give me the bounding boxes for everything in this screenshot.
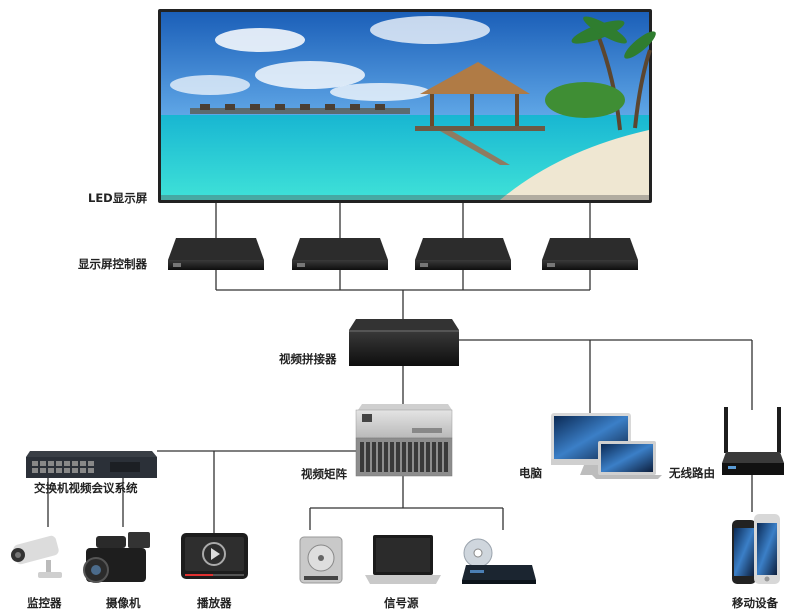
label-camcorder: 摄像机 [106,596,141,610]
label-screen-controller: 显示屏控制器 [78,257,147,271]
led-screen-icon [158,9,656,203]
cctv-camera-icon [11,535,62,578]
disc-player-icon [462,538,536,584]
network-switch-icon [26,451,157,478]
label-signal-source: 信号源 [384,596,419,610]
splicer-box-icon [349,319,459,366]
label-video-splicer: 视频拼接器 [279,352,337,366]
label-monitor-camera: 监控器 [27,596,62,610]
hard-drive-icon [299,536,343,584]
label-wireless-router: 无线路由 [669,466,715,480]
camcorder-icon [83,532,150,583]
desktop-laptop-icon [551,413,662,479]
laptop-icon [365,535,441,584]
label-player: 播放器 [197,596,232,610]
smartphones-icon [732,514,780,584]
matrix-rack-icon [355,404,453,477]
label-computer: 电脑 [519,466,542,480]
router-icon [722,407,784,475]
controller-box-icon [168,238,638,270]
label-led-screen: LED显示屏 [88,191,148,205]
connection-lines [47,201,753,533]
label-mobile-device: 移动设备 [732,596,778,610]
label-switch-conference: 交换机视频会议系统 [34,481,138,495]
media-player-icon [181,533,248,579]
label-video-matrix: 视频矩阵 [301,467,347,481]
